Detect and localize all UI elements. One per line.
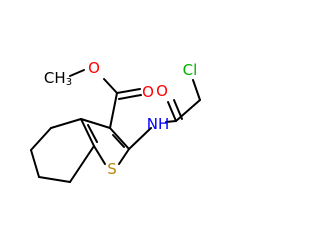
chlorine-label: Cl [183,61,198,79]
bond-c4-c5 [30,127,52,151]
bond-s-c7a [93,145,106,165]
methyl-label: CH3 [44,69,72,88]
bond-c7a-c3a [80,118,95,147]
bond-ester-carbonyl-double-a [116,88,141,94]
ester-carbonyl-oxygen-label: O [142,83,154,101]
bond-nh-amide-c [165,120,177,123]
ester-oxygen-label: O [88,59,100,77]
bond-c3-c2-inner [112,134,125,148]
amide-nitrogen-label: NH [147,115,170,133]
bond-c6-c7 [38,176,71,183]
bonds [30,69,201,183]
atom-labels: CH3 O O O Cl NH S [44,59,197,178]
thiophene-sulfur-label: S [107,160,117,178]
bond-ch2-cl [192,79,201,101]
bond-c2-nh [128,127,152,150]
bond-c3a-c3 [80,118,111,129]
bond-c3a-c4 [50,118,82,129]
bond-c2-s [118,148,130,165]
bond-ester-carbonyl-double-b [118,94,142,100]
bond-c3-c2 [109,127,130,150]
bond-ester-o-carbonyl-c [103,78,118,94]
amide-oxygen-label: O [156,82,168,100]
bond-amide-c-ch2 [175,99,201,122]
molecule-structure: CH3 O O O Cl NH S [30,59,201,183]
bond-c3a-c7a-inner [87,124,98,143]
bond-methyl-ester-o [69,69,85,77]
bond-amide-double-a [167,101,177,122]
bond-c7-c7a [69,145,95,183]
bond-carbonyl-c3 [109,92,118,129]
bond-c5-c6 [30,149,40,178]
